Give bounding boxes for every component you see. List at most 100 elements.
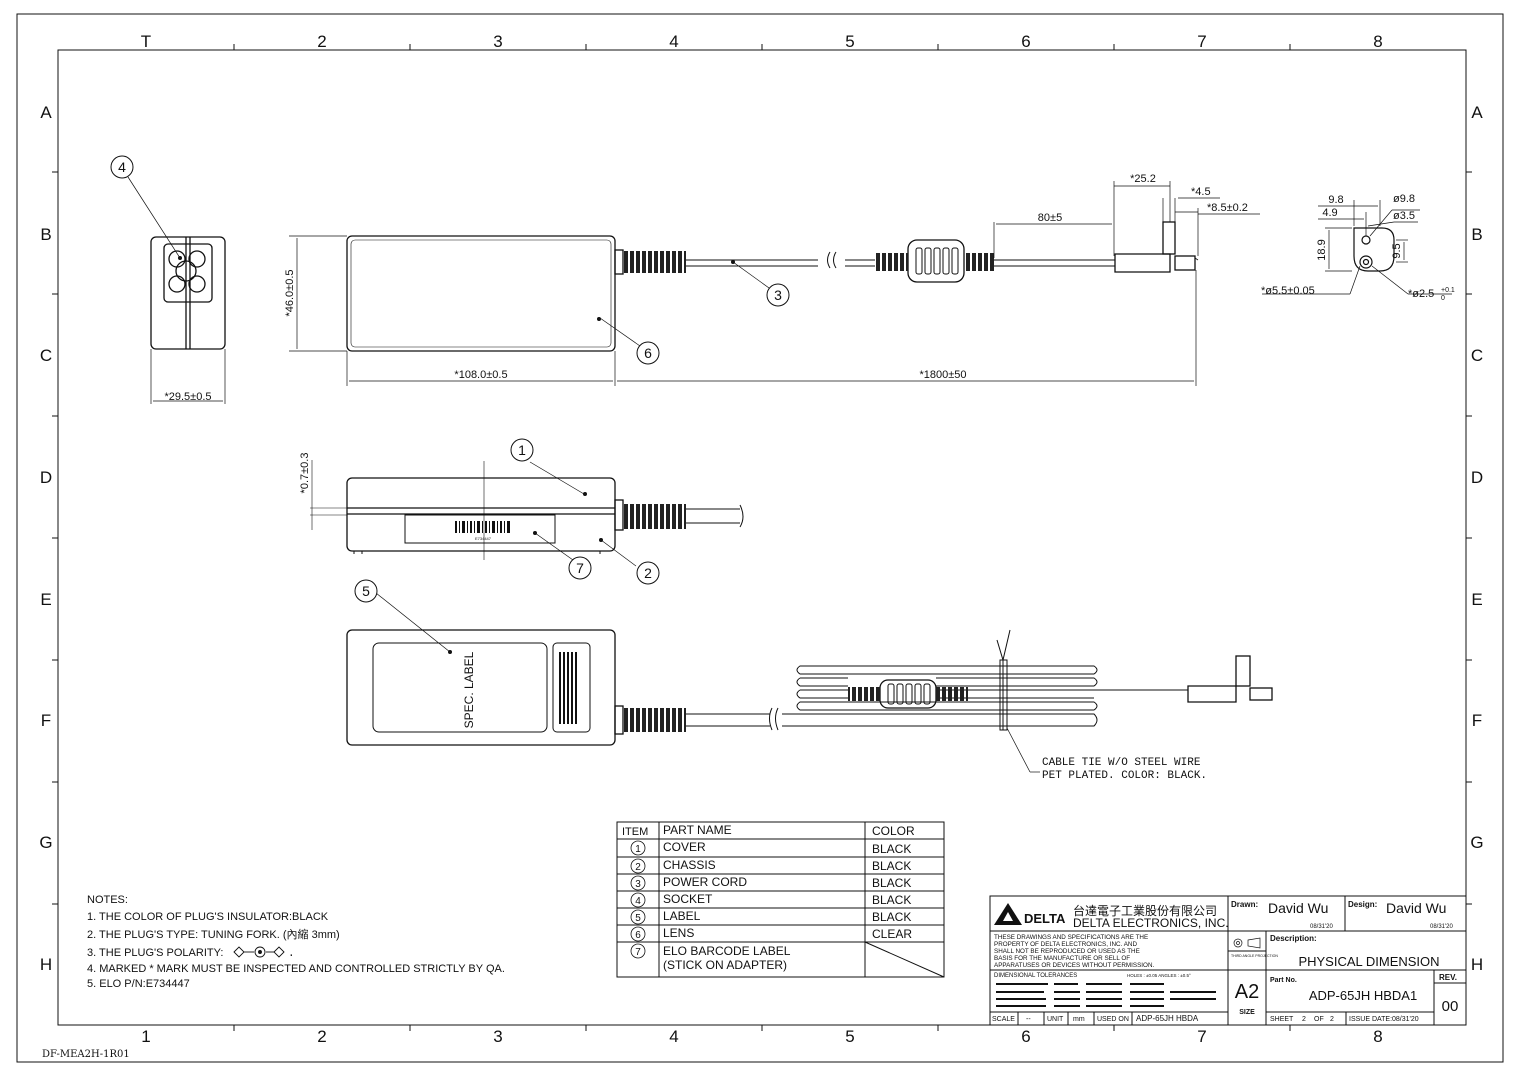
bom-color-1: BLACK <box>872 842 911 856</box>
zone-labels: T 2 3 4 5 6 7 8 1 2 3 4 5 6 7 8 A B C D … <box>39 32 1483 1046</box>
barcode <box>455 521 510 533</box>
top-view-grip <box>623 251 994 273</box>
sheet-number: 2 <box>1302 1016 1306 1023</box>
title-block-frame <box>989 895 1467 1026</box>
col-bot-7: 7 <box>1197 1027 1206 1046</box>
bottom-ferrite-ribs <box>887 683 931 705</box>
rev-value: 00 <box>1442 998 1459 1015</box>
row-left-f: F <box>41 711 51 730</box>
bom-table <box>616 821 945 978</box>
dim-length: *108.0±0.5 <box>454 369 507 381</box>
row-right-c: C <box>1471 346 1483 365</box>
dim-plug-inner-dia: *ø2.5 <box>1408 288 1434 300</box>
property-note-3: SHALL NOT BE REPRODUCED OR USED AS THE <box>994 948 1140 955</box>
projection-icon <box>1233 937 1261 949</box>
barcode-text: E734447 <box>475 536 492 541</box>
col-top-8: 8 <box>1373 32 1382 51</box>
note-5: 5. ELO P/N:E734447 <box>87 978 190 990</box>
part-no: ADP-65JH HBDA1 <box>1309 988 1417 1003</box>
part-no-label: Part No. <box>1270 977 1297 984</box>
row-left-c: C <box>40 346 52 365</box>
bom-header-item: ITEM <box>622 826 648 838</box>
tolerance-holes: HOLES : ±0.05 ANGLES : ±0.5° <box>1127 973 1191 978</box>
conn-dim-dia98: ø9.8 <box>1393 193 1415 205</box>
row-right-g: G <box>1470 833 1483 852</box>
bom-color-3: BLACK <box>872 876 911 890</box>
note-2: 2. THE PLUG'S TYPE: TUNING FORK. (內縮 3mm… <box>87 927 340 941</box>
row-left-g: G <box>39 833 52 852</box>
bottom-ferrite-grip-b <box>936 687 968 701</box>
bom-item-2: 2 <box>635 862 641 873</box>
balloon-1: 1 <box>518 442 526 458</box>
label-dot <box>448 650 452 654</box>
sheet-of: OF <box>1314 1016 1324 1023</box>
col-top-3: 3 <box>493 32 502 51</box>
delta-logo-inner-icon <box>1003 912 1013 921</box>
balloon-4: 4 <box>118 159 126 175</box>
description: PHYSICAL DIMENSION <box>1298 954 1439 969</box>
sheet-label: SHEET <box>1270 1016 1294 1023</box>
bom-item-1: 1 <box>635 844 641 855</box>
connector-detail <box>1262 200 1452 295</box>
used-on-value: ADP-65JH HBDA <box>1136 1014 1199 1023</box>
col-top-2: 2 <box>317 32 326 51</box>
bottom-row: SCALE -- UNIT mm USED ON ADP-65JH HBDA S… <box>992 1014 1419 1023</box>
property-note-5: APPARATUSES OR DEVICES WITHOUT PERMISSIO… <box>994 962 1154 969</box>
drawn-label: Drawn: <box>1231 900 1258 909</box>
bom-item-5: 5 <box>635 913 641 924</box>
polarity-period: . <box>288 948 295 960</box>
col-top-1: T <box>141 32 151 51</box>
col-bot-1: 1 <box>141 1027 150 1046</box>
bottom-ferrite-grip-a <box>848 687 880 701</box>
leader-dot <box>178 256 182 260</box>
company-en: DELTA ELECTRONICS, INC. <box>1073 916 1229 930</box>
bom-name-7b: (STICK ON ADAPTER) <box>663 958 787 972</box>
bom-color-6: CLEAR <box>872 927 912 941</box>
drawn-date: 08/31'20 <box>1310 924 1333 930</box>
projection-text: THIRD ANGLE PROJECTION <box>1231 954 1278 958</box>
balloon-3: 3 <box>774 287 782 303</box>
cable-tie-note-2: PET PLATED. COLOR: BLACK. <box>1042 770 1207 782</box>
conn-dim-49: 4.9 <box>1322 207 1337 219</box>
conn-dim-dia35: ø3.5 <box>1393 210 1415 222</box>
front-view-grip <box>623 504 686 529</box>
col-bot-4: 4 <box>669 1027 678 1046</box>
bom-name-1: COVER <box>663 840 706 854</box>
lens-dot <box>597 317 601 321</box>
dim-width-side: *29.5±0.5 <box>164 391 211 403</box>
bottom-view-grip <box>623 708 686 732</box>
spec-label-fine-print <box>559 652 577 724</box>
note-3: 3. THE PLUG'S POLARITY: <box>87 947 223 959</box>
delta-logo-text: DELTA <box>1024 911 1066 926</box>
col-bot-2: 2 <box>317 1027 326 1046</box>
bom-name-2: CHASSIS <box>663 858 716 872</box>
row-right-b: B <box>1471 225 1482 244</box>
spec-label-text: SPEC. LABEL <box>462 651 476 728</box>
bom-name-4: SOCKET <box>663 892 713 906</box>
notes-title: NOTES: <box>87 894 128 906</box>
dim-plug-tip-b: *8.5±0.2 <box>1207 202 1248 214</box>
row-right-h: H <box>1471 955 1483 974</box>
bom-color-4: BLACK <box>872 893 911 907</box>
col-bot-5: 5 <box>845 1027 854 1046</box>
top-view <box>346 221 1199 352</box>
ferrite-ribs <box>915 247 959 275</box>
bom-name-7: ELO BARCODE LABEL <box>663 944 791 958</box>
unit-label: UNIT <box>1047 1016 1064 1023</box>
balloons <box>110 155 790 603</box>
design-label: Design: <box>1348 900 1377 909</box>
cable-tie-note-1: CABLE TIE W/O STEEL WIRE <box>1042 757 1201 769</box>
bom-header-part: PART NAME <box>663 823 732 837</box>
dim-plug-inner-tol-down: 0 <box>1441 295 1445 302</box>
balloon-7: 7 <box>576 560 584 576</box>
bom-item-6: 6 <box>635 930 641 941</box>
unit-value: mm <box>1073 1016 1085 1023</box>
row-left-a: A <box>40 103 52 122</box>
form-code: DF-MEA2H-1R01 <box>42 1049 130 1060</box>
col-bot-3: 3 <box>493 1027 502 1046</box>
dim-plug-inner-tol-up: +0.1 <box>1441 287 1455 294</box>
property-note-4: BASIS FOR THE MANUFACTURE OR SELL OF <box>994 955 1130 962</box>
conn-dim-95: 9.5 <box>1391 243 1403 258</box>
scale-label: SCALE <box>992 1016 1015 1023</box>
